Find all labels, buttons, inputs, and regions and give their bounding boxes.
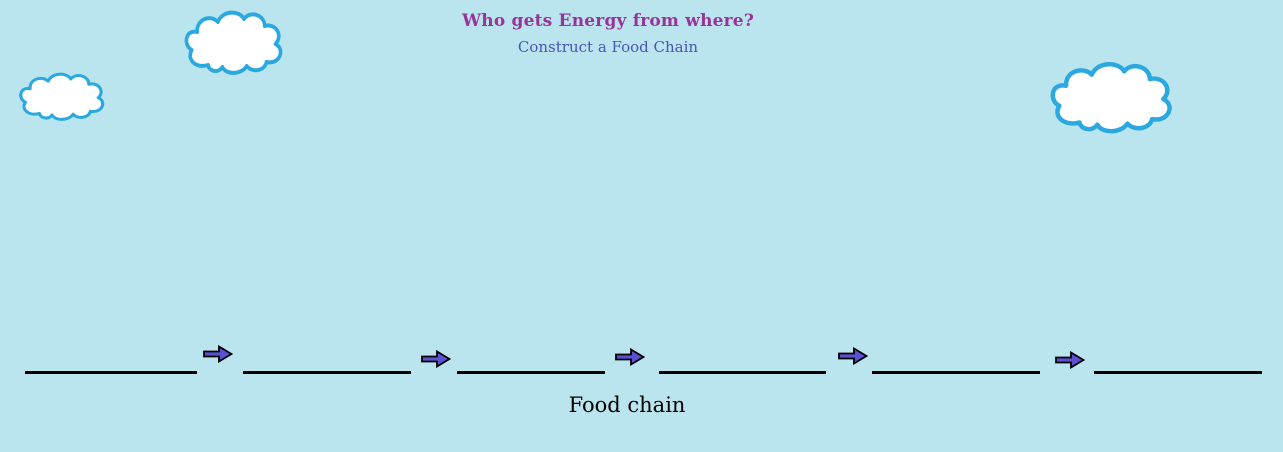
right-arrow-icon bbox=[615, 348, 645, 366]
right-arrow-icon bbox=[203, 345, 233, 363]
blank-line-2[interactable] bbox=[243, 371, 411, 374]
worksheet-title: Who gets Energy from where? bbox=[462, 11, 754, 31]
right-arrow-icon bbox=[838, 347, 868, 365]
blank-line-6[interactable] bbox=[1094, 371, 1262, 374]
right-arrow-icon bbox=[1055, 351, 1085, 369]
header: Who gets Energy from where? Construct a … bbox=[0, 11, 1216, 56]
blank-line-5[interactable] bbox=[872, 371, 1040, 374]
cloud-icon bbox=[184, 10, 283, 75]
blank-line-1[interactable] bbox=[25, 371, 197, 374]
cloud-icon bbox=[19, 72, 105, 121]
blank-line-4[interactable] bbox=[659, 371, 826, 374]
food-chain-label: Food chain bbox=[568, 393, 686, 417]
worksheet-subtitle: Construct a Food Chain bbox=[517, 38, 699, 56]
right-arrow-icon bbox=[421, 350, 451, 368]
blank-line-3[interactable] bbox=[457, 371, 605, 374]
cloud-icon bbox=[1050, 62, 1172, 134]
